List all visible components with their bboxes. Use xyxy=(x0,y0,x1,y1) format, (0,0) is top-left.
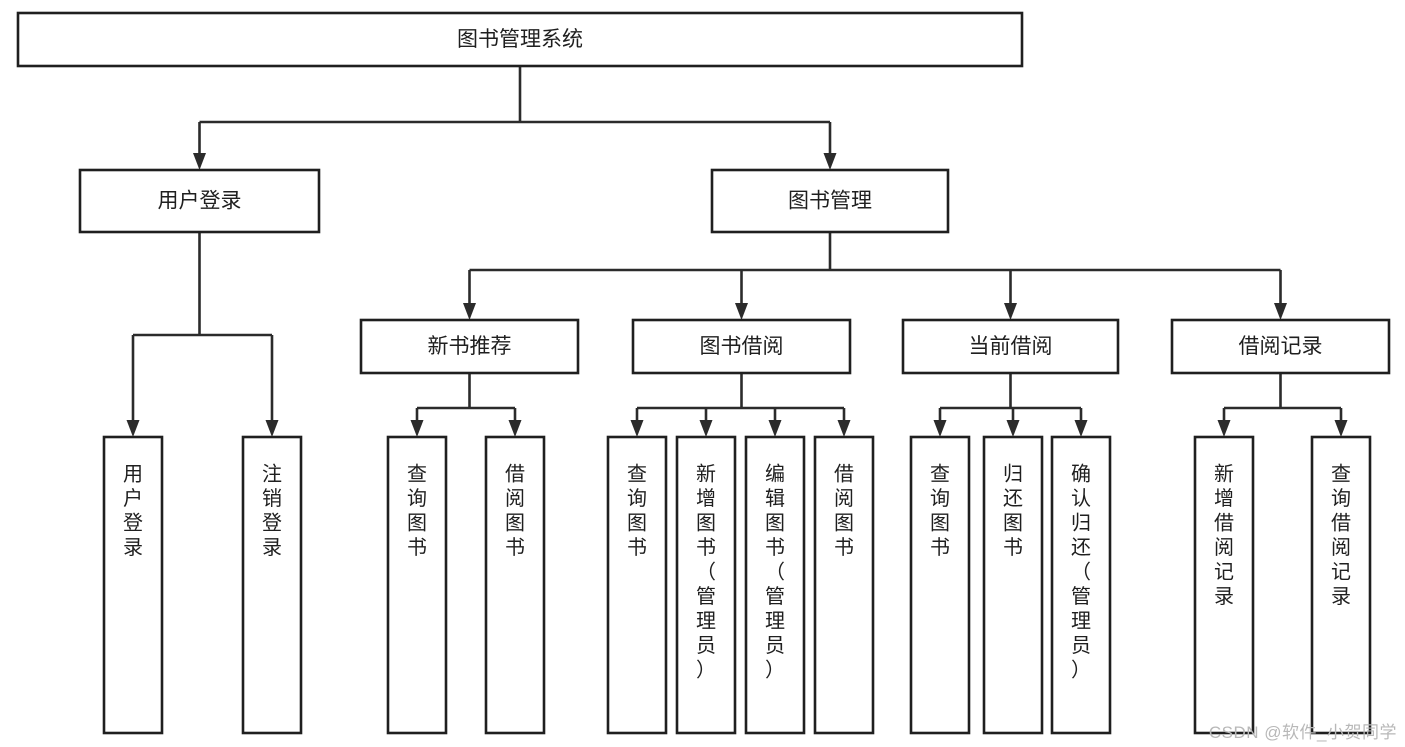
node-label-leaf-add-borrow-record: 新增借阅记录 xyxy=(1214,463,1234,609)
arrow-head-icon xyxy=(126,420,140,437)
node-leaf-confirm-return[interactable]: 确认归还（管理员） xyxy=(1050,435,1112,735)
node-label-root: 图书管理系统 xyxy=(457,28,583,51)
node-leaf-add-book[interactable]: 新增图书（管理员） xyxy=(675,435,737,735)
node-book-borrow[interactable]: 图书借阅 xyxy=(631,318,852,375)
arrow-head-icon xyxy=(1334,420,1348,437)
node-label-leaf-logout-login: 注销登录 xyxy=(262,463,282,560)
connector-group-bus-current-borrow xyxy=(933,373,1088,437)
arrow-head-icon xyxy=(1217,420,1231,437)
node-label-leaf-borrow-book: 借阅图书 xyxy=(834,463,854,560)
node-current-borrow[interactable]: 当前借阅 xyxy=(901,318,1120,375)
node-label-leaf-query-book-borrow: 查询图书 xyxy=(627,463,647,560)
arrow-head-icon xyxy=(193,153,206,170)
node-box-leaf-edit-book[interactable] xyxy=(744,435,806,735)
node-leaf-edit-book[interactable]: 编辑图书（管理员） xyxy=(744,435,806,735)
node-box-current-borrow[interactable] xyxy=(901,318,1120,375)
node-box-book-borrow[interactable] xyxy=(631,318,852,375)
connector-group-bus-borrow-record xyxy=(1217,373,1348,437)
arrow-head-icon xyxy=(410,420,424,437)
arrow-head-icon xyxy=(508,420,522,437)
node-leaf-query-book-borrow[interactable]: 查询图书 xyxy=(606,435,668,735)
arrow-head-icon xyxy=(837,420,851,437)
node-label-leaf-query-book-recommend: 查询图书 xyxy=(407,463,427,560)
node-label-leaf-add-book: 新增图书（管理员） xyxy=(696,463,716,682)
node-leaf-borrow-book-recommend[interactable]: 借阅图书 xyxy=(484,435,546,735)
node-leaf-query-book-recommend[interactable]: 查询图书 xyxy=(386,435,448,735)
arrow-head-icon xyxy=(933,420,947,437)
node-label-book-borrow: 图书借阅 xyxy=(700,335,784,358)
node-leaf-user-login[interactable]: 用户登录 xyxy=(102,435,164,735)
arrow-head-icon xyxy=(735,303,748,320)
node-new-book-recommend[interactable]: 新书推荐 xyxy=(359,318,580,375)
node-book-manage[interactable]: 图书管理 xyxy=(710,168,950,234)
node-leaf-logout-login[interactable]: 注销登录 xyxy=(241,435,303,735)
connector-group-bus-book-manage xyxy=(463,232,1287,320)
node-label-leaf-borrow-book-recommend: 借阅图书 xyxy=(505,463,525,560)
node-box-leaf-logout-login[interactable] xyxy=(241,435,303,735)
node-box-leaf-query-book-current[interactable] xyxy=(909,435,971,735)
node-box-new-book-recommend[interactable] xyxy=(359,318,580,375)
node-box-user-login[interactable] xyxy=(78,168,321,234)
arrow-head-icon xyxy=(768,420,782,437)
node-label-leaf-confirm-return: 确认归还（管理员） xyxy=(1071,463,1091,682)
node-layer: 图书管理系统用户登录图书管理新书推荐图书借阅当前借阅借阅记录用户登录注销登录查询… xyxy=(16,11,1391,735)
node-leaf-borrow-book[interactable]: 借阅图书 xyxy=(813,435,875,735)
node-label-leaf-query-book-current: 查询图书 xyxy=(930,463,950,560)
node-box-leaf-add-book[interactable] xyxy=(675,435,737,735)
arrow-head-icon xyxy=(1006,420,1020,437)
node-box-book-manage[interactable] xyxy=(710,168,950,234)
node-leaf-return-book[interactable]: 归还图书 xyxy=(982,435,1044,735)
arrow-head-icon xyxy=(463,303,476,320)
node-box-leaf-return-book[interactable] xyxy=(982,435,1044,735)
arrow-head-icon xyxy=(1004,303,1017,320)
arrow-head-icon xyxy=(1074,420,1088,437)
node-label-user-login: 用户登录 xyxy=(158,190,242,213)
arrow-head-icon xyxy=(1274,303,1287,320)
connector-group-bus-new-book-recommend xyxy=(410,373,522,437)
node-label-leaf-user-login: 用户登录 xyxy=(123,464,143,560)
node-label-current-borrow: 当前借阅 xyxy=(969,335,1053,358)
node-box-leaf-query-borrow-record[interactable] xyxy=(1310,435,1372,735)
node-label-leaf-edit-book: 编辑图书（管理员） xyxy=(765,463,785,682)
node-box-leaf-borrow-book[interactable] xyxy=(813,435,875,735)
connector-group-bus-book-borrow xyxy=(630,373,851,437)
node-box-leaf-add-borrow-record[interactable] xyxy=(1193,435,1255,735)
node-box-leaf-borrow-book-recommend[interactable] xyxy=(484,435,546,735)
node-root[interactable]: 图书管理系统 xyxy=(16,11,1024,68)
node-box-root[interactable] xyxy=(16,11,1024,68)
connector-group-bus-user-login xyxy=(126,232,279,437)
connector-group-bus-root xyxy=(193,66,837,170)
node-box-borrow-record[interactable] xyxy=(1170,318,1391,375)
arrow-head-icon xyxy=(699,420,713,437)
node-label-new-book-recommend: 新书推荐 xyxy=(428,335,512,358)
node-leaf-query-book-current[interactable]: 查询图书 xyxy=(909,435,971,735)
node-leaf-add-borrow-record[interactable]: 新增借阅记录 xyxy=(1193,435,1255,735)
arrow-head-icon xyxy=(265,420,279,437)
node-user-login[interactable]: 用户登录 xyxy=(78,168,321,234)
node-label-leaf-query-borrow-record: 查询借阅记录 xyxy=(1331,463,1351,609)
node-box-leaf-query-book-recommend[interactable] xyxy=(386,435,448,735)
node-leaf-query-borrow-record[interactable]: 查询借阅记录 xyxy=(1310,435,1372,735)
connector-layer xyxy=(126,66,1348,437)
node-box-leaf-query-book-borrow[interactable] xyxy=(606,435,668,735)
node-box-leaf-confirm-return[interactable] xyxy=(1050,435,1112,735)
arrow-head-icon xyxy=(823,153,837,170)
node-box-leaf-user-login[interactable] xyxy=(102,435,164,735)
node-label-book-manage: 图书管理 xyxy=(788,190,872,213)
node-label-leaf-return-book: 归还图书 xyxy=(1003,463,1023,560)
arrow-head-icon xyxy=(630,420,644,437)
node-label-borrow-record: 借阅记录 xyxy=(1239,335,1323,358)
node-borrow-record[interactable]: 借阅记录 xyxy=(1170,318,1391,375)
